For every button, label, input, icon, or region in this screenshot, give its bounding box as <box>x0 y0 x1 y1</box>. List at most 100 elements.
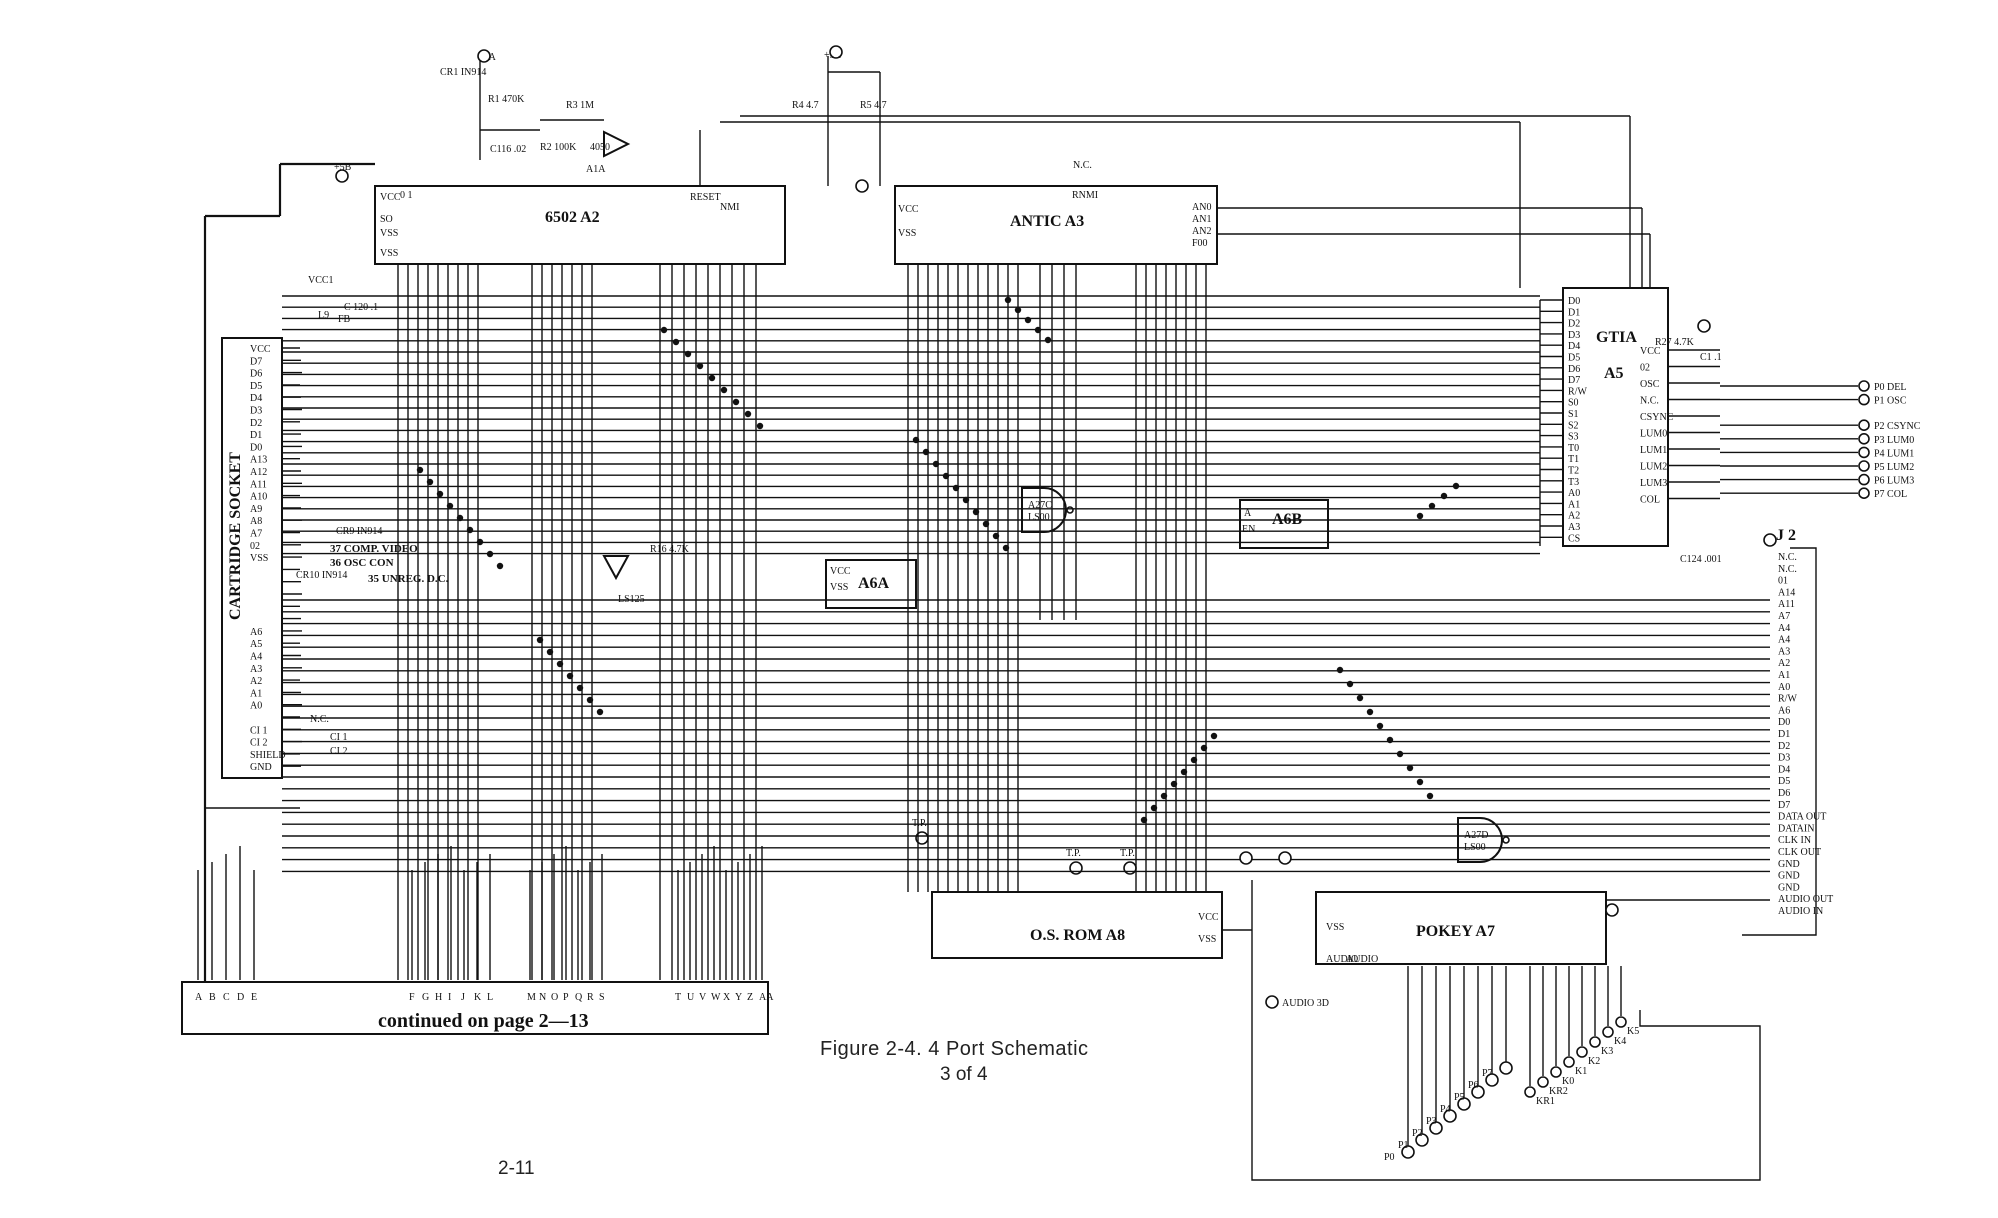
svg-text:T.P.: T.P. <box>1066 848 1081 859</box>
key-label: KR1 <box>1536 1096 1555 1107</box>
svg-text:VSS: VSS <box>1198 934 1216 945</box>
svg-text:VCC: VCC <box>1198 912 1219 923</box>
junction-dot <box>1044 336 1052 344</box>
cartridge-pin-label: A13 <box>250 455 267 466</box>
j2-pin-label: D3 <box>1778 753 1790 764</box>
bus-letter: G <box>422 992 429 1003</box>
bus-letter: Y <box>735 992 742 1003</box>
key-connector <box>1589 1036 1601 1048</box>
gtia-ref: A5 <box>1604 365 1624 382</box>
j2-pin-label: GND <box>1778 871 1800 882</box>
gtia-left-pin-label: T0 <box>1568 443 1579 454</box>
pokey-frame <box>1251 968 1761 1181</box>
gtia-output-connector <box>1858 487 1870 500</box>
junction-dot <box>1406 764 1414 772</box>
pot-label: P7 <box>1482 1068 1493 1079</box>
j2-pins: N.C.N.C.01A14A11A7A4A4A3A2A1A0R/WA6D0D1D… <box>1778 552 1833 917</box>
cartridge-pin-label: A8 <box>250 516 262 527</box>
svg-text:AN2: AN2 <box>1192 226 1211 237</box>
junction-dot <box>1440 492 1448 500</box>
gtia-left-pin-label: S1 <box>1568 409 1579 420</box>
gtia-right-pin-label: LUM3 <box>1640 478 1667 489</box>
junction-dot <box>1004 296 1012 304</box>
cartridge-pin-label: CI 1 <box>250 725 268 736</box>
bus-letter: K <box>474 992 482 1003</box>
power-terminal <box>1605 903 1619 917</box>
cartridge-pins: VCCD7D6D5D4D3D2D1D0A13A12A11A10A9A8A702V… <box>250 344 286 773</box>
junction-dot <box>942 472 950 480</box>
junction-dot <box>1396 750 1404 758</box>
signal-bus-wires <box>197 56 1858 1146</box>
cartridge-pin-label: D1 <box>250 430 262 441</box>
j2-pin-label: A11 <box>1778 599 1795 610</box>
cartridge-pin-label: GND <box>250 762 272 773</box>
svg-text:N.C.: N.C. <box>310 714 329 725</box>
svg-text:R5 4.7: R5 4.7 <box>860 100 887 111</box>
pot-label: P3 <box>1426 1116 1437 1127</box>
audio-3d-point <box>1265 995 1279 1009</box>
j2-pin-label: A3 <box>1778 646 1790 657</box>
continued-label: continued on page 2—13 <box>378 1010 589 1032</box>
gtia-left-pin-label: T2 <box>1568 466 1579 477</box>
junction-dot <box>922 448 930 456</box>
j2-pin-label: A4 <box>1778 635 1790 646</box>
junction-dot <box>1002 544 1010 552</box>
gtia-output-label: P3 LUM0 <box>1874 435 1914 446</box>
junction-dot <box>1346 680 1354 688</box>
bus-letter: W <box>711 992 721 1003</box>
j2-pin-label: CLK IN <box>1778 835 1811 846</box>
key-connector <box>1602 1026 1614 1038</box>
svg-text:VSS: VSS <box>898 228 916 239</box>
svg-text:CR10 IN914: CR10 IN914 <box>296 570 347 581</box>
bus-letter: Q <box>575 992 583 1003</box>
bus-letter: H <box>435 992 442 1003</box>
gtia-right-pin-label: 02 <box>1640 363 1650 374</box>
nand-a27d <box>1457 817 1503 863</box>
key-label: K3 <box>1601 1046 1613 1057</box>
j2-pin-label: A2 <box>1778 658 1790 669</box>
svg-text:VSS: VSS <box>380 228 398 239</box>
gtia-output-connector <box>1858 432 1870 445</box>
junction-dots <box>335 45 1777 917</box>
svg-text:37 COMP. VIDEO: 37 COMP. VIDEO <box>330 543 418 555</box>
cartridge-socket-outline <box>221 337 283 779</box>
svg-text:EN: EN <box>1242 524 1255 535</box>
cartridge-pin-label: A7 <box>250 529 262 540</box>
gtia-left-pin-label: D3 <box>1568 330 1580 341</box>
junction-dot <box>932 460 940 468</box>
junction-dot <box>756 422 764 430</box>
a6a-label: A6A <box>858 575 890 592</box>
svg-text:AN1: AN1 <box>1192 214 1211 225</box>
svg-text:T.P.: T.P. <box>1120 848 1135 859</box>
gtia-left-pin-label: S2 <box>1568 420 1579 431</box>
svg-text:FB: FB <box>338 314 351 325</box>
junction-dot <box>556 660 564 668</box>
junction-dot <box>1366 708 1374 716</box>
junction-dot <box>446 502 454 510</box>
bus-letter: N <box>539 992 546 1003</box>
gtia-left-pin-label: T3 <box>1568 477 1579 488</box>
svg-text:4050: 4050 <box>590 142 610 153</box>
key-label: K0 <box>1562 1076 1574 1087</box>
svg-text:VSS: VSS <box>380 248 398 259</box>
gtia-output-label: P6 LUM3 <box>1874 476 1914 487</box>
cartridge-pin-label: A4 <box>250 652 262 663</box>
gtia-right-pin-label: VCC <box>1640 346 1661 357</box>
gtia-left-pins: D0D1D2D3D4D5D6D7R/WS0S1S2S3T0T1T2T3A0A1A… <box>1568 296 1587 544</box>
gtia-left-pin-label: A0 <box>1568 488 1580 499</box>
svg-text:A1A: A1A <box>586 164 606 175</box>
gtia-output-connector <box>1858 380 1870 392</box>
gtia-left-pin-label: D6 <box>1568 364 1580 375</box>
gtia-output-label: P0 DEL <box>1874 382 1907 393</box>
junction-dot <box>708 374 716 382</box>
j2-pin-label: D0 <box>1778 717 1790 728</box>
svg-text:VCC1: VCC1 <box>308 275 334 286</box>
gtia-left-pin-label: CS <box>1568 533 1580 544</box>
junction-dot <box>982 520 990 528</box>
bus-letter: J <box>461 992 465 1003</box>
j2-pin-label: CLK OUT <box>1778 847 1821 858</box>
svg-text:R3 1M: R3 1M <box>566 100 594 111</box>
gtia-right-pin-label: COL <box>1640 495 1660 506</box>
